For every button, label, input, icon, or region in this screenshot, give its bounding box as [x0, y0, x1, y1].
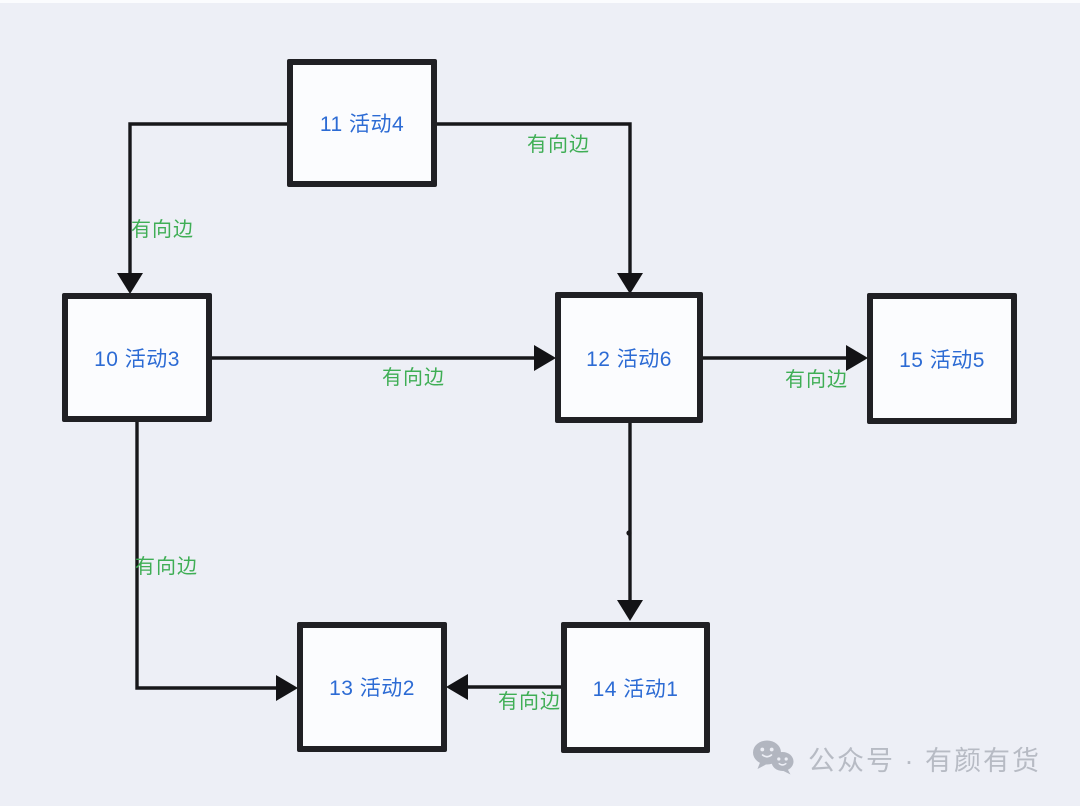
edge-10-to-13: [135, 422, 279, 690]
node-activity-5: 15 活动5: [867, 293, 1017, 424]
node-activity-3: 10 活动3: [62, 293, 212, 422]
arrowhead-into-15-left: [846, 345, 868, 371]
arrowhead-into-10-top: [117, 273, 143, 294]
arrowhead-into-12-left: [534, 345, 556, 371]
arrowhead-into-13-right: [446, 674, 468, 700]
node-activity-5-label: 15 活动5: [899, 348, 985, 372]
edge-11-to-10: [128, 122, 287, 276]
edge-11-to-12: [437, 122, 632, 276]
node-activity-1-label: 14 活动1: [592, 677, 679, 701]
edge-12-to-14-midpoint-dot: [626, 530, 632, 536]
node-activity-4: 11 活动4: [287, 59, 437, 187]
node-activity-2-label: 13 活动2: [329, 677, 415, 700]
top-edge-highlight: [0, 0, 1080, 3]
wechat-icon: [753, 740, 794, 775]
arrowhead-into-13-left: [276, 675, 298, 701]
arrowhead-into-12-top: [617, 273, 643, 294]
node-activity-4-label: 11 活动4: [319, 113, 405, 136]
edge-label-14-to-13: 有向边: [498, 691, 561, 713]
edge-label-12-to-15: 有向边: [785, 369, 848, 391]
node-activity-2: 13 活动2: [297, 622, 447, 752]
node-activity-3-label: 10 活动3: [94, 347, 180, 371]
arrowhead-into-14-top: [617, 600, 643, 621]
node-activity-6: 12 活动6: [555, 292, 703, 423]
node-activity-6-label: 12 活动6: [586, 347, 672, 371]
watermark-text: 公众号 · 有颜有货: [808, 745, 1041, 776]
edge-label-10-to-13: 有向边: [135, 556, 198, 578]
edge-label-11-to-12: 有向边: [527, 134, 590, 156]
edge-label-10-to-12: 有向边: [382, 367, 445, 389]
node-activity-1: 14 活动1: [561, 622, 710, 753]
watermark: 公众号 · 有颜有货: [750, 738, 1041, 778]
edge-label-11-to-10: 有向边: [131, 219, 194, 241]
